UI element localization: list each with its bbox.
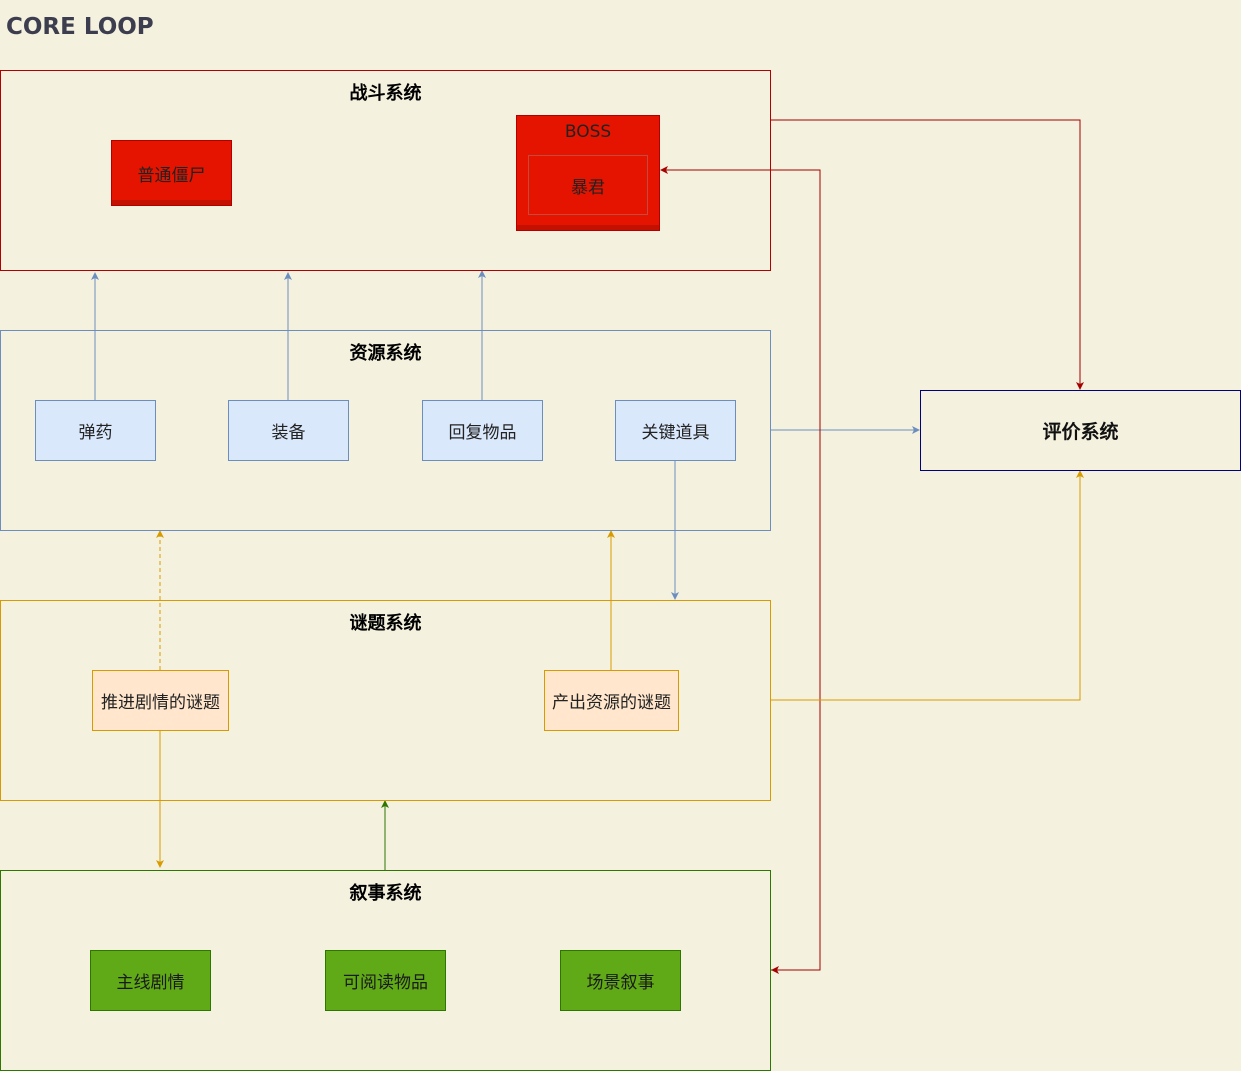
main-story-node[interactable]: 主线剧情 (90, 950, 211, 1011)
resource-recovery-label: 回复物品 (448, 423, 517, 443)
resource-system-title: 资源系统 (349, 343, 422, 364)
resource-puzzle-node[interactable]: 产出资源的谜题 (544, 670, 679, 731)
resource-ammo-node[interactable]: 弹药 (35, 400, 156, 461)
resource-system: 资源系统 (0, 330, 771, 531)
normal-zombie-node[interactable]: 普通僵尸 (111, 140, 232, 206)
boss-group-label: BOSS (564, 122, 612, 142)
scene-narrative-node[interactable]: 场景叙事 (560, 950, 681, 1011)
combat-system-title: 战斗系统 (349, 83, 422, 104)
resource-equipment-label: 装备 (271, 423, 306, 443)
resource-puzzle-label: 产出资源的谜题 (552, 693, 671, 713)
page-title: CORE LOOP (6, 14, 154, 40)
scene-narrative-label: 场景叙事 (586, 973, 655, 993)
edge-narrative-to-boss (660, 166, 821, 971)
edge-combat-to-evaluation (771, 119, 1084, 390)
evaluation-system-title: 评价系统 (1042, 421, 1119, 443)
narrative-system-title: 叙事系统 (349, 883, 422, 904)
resource-keyitem-label: 关键道具 (641, 423, 710, 443)
readable-items-node[interactable]: 可阅读物品 (325, 950, 446, 1011)
edge-puzzle-to-evaluation (771, 470, 1084, 701)
tyrant-node[interactable]: 暴君 (528, 155, 648, 215)
story-puzzle-label: 推进剧情的谜题 (101, 693, 220, 713)
resource-equipment-node[interactable]: 装备 (228, 400, 349, 461)
combat-system: 战斗系统 (0, 70, 771, 271)
resource-ammo-label: 弹药 (78, 423, 113, 443)
resource-recovery-node[interactable]: 回复物品 (422, 400, 543, 461)
evaluation-system[interactable]: 评价系统 (920, 390, 1241, 471)
main-story-label: 主线剧情 (116, 973, 185, 993)
puzzle-system-title: 谜题系统 (349, 613, 422, 634)
tyrant-label: 暴君 (571, 177, 605, 198)
resource-keyitem-node[interactable]: 关键道具 (615, 400, 736, 461)
readable-items-label: 可阅读物品 (343, 973, 428, 993)
normal-zombie-label: 普通僵尸 (137, 165, 206, 186)
puzzle-system: 谜题系统 (0, 600, 771, 801)
story-puzzle-node[interactable]: 推进剧情的谜题 (92, 670, 229, 731)
